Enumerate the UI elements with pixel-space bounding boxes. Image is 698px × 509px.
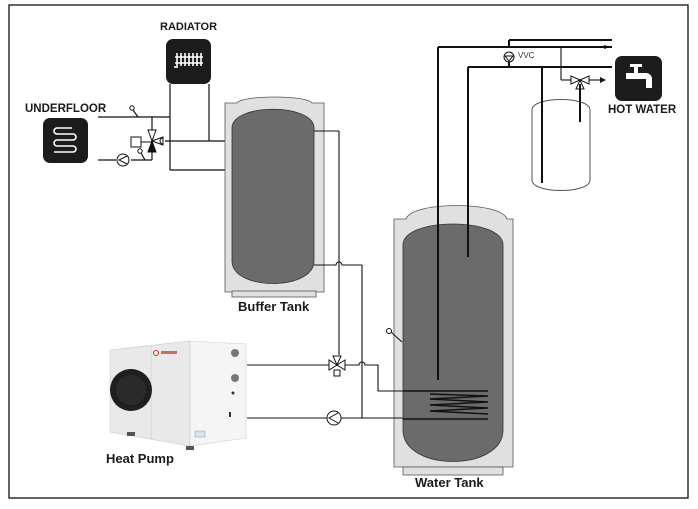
heat-pump-unit — [109, 340, 247, 450]
flow-arrow — [600, 45, 606, 83]
domestic-hot-water-piping — [437, 39, 612, 380]
water-tank — [393, 205, 514, 476]
underfloor-pump-symbol — [116, 153, 130, 167]
buffer-tank-piping — [314, 130, 363, 418]
heating-circuit-piping — [98, 84, 232, 171]
buffer-tank-label: Buffer Tank — [238, 299, 310, 314]
expansion-vessel-pipes — [541, 67, 581, 183]
heat-pump-circulation-pump-symbol — [326, 410, 342, 426]
mixing-branch-piping — [560, 47, 602, 81]
diverter-valve-symbol — [328, 355, 346, 377]
expansion-vessel — [531, 99, 591, 191]
diagram-frame — [8, 4, 689, 499]
underfloor-heating-icon — [43, 118, 88, 163]
heat-pump-loop-piping — [247, 361, 403, 419]
hot-water-label: HOT WATER — [608, 104, 677, 116]
buffer-tank — [224, 96, 325, 298]
vvc-label: VVC — [518, 51, 535, 60]
radiator-icon — [166, 39, 211, 84]
water-tank-label: Water Tank — [415, 475, 484, 490]
radiator-label: RADIATOR — [160, 21, 218, 33]
heat-pump-label: Heat Pump — [106, 451, 174, 466]
heat-exchanger-coil — [403, 390, 489, 420]
mixing-valve-symbol — [130, 129, 164, 153]
faucet-icon — [615, 56, 662, 101]
tank-sensor — [386, 328, 403, 343]
underfloor-label: UNDERFLOOR — [25, 103, 107, 115]
vvc-circulation-pump — [503, 51, 515, 63]
temperature-sensor — [129, 105, 143, 154]
